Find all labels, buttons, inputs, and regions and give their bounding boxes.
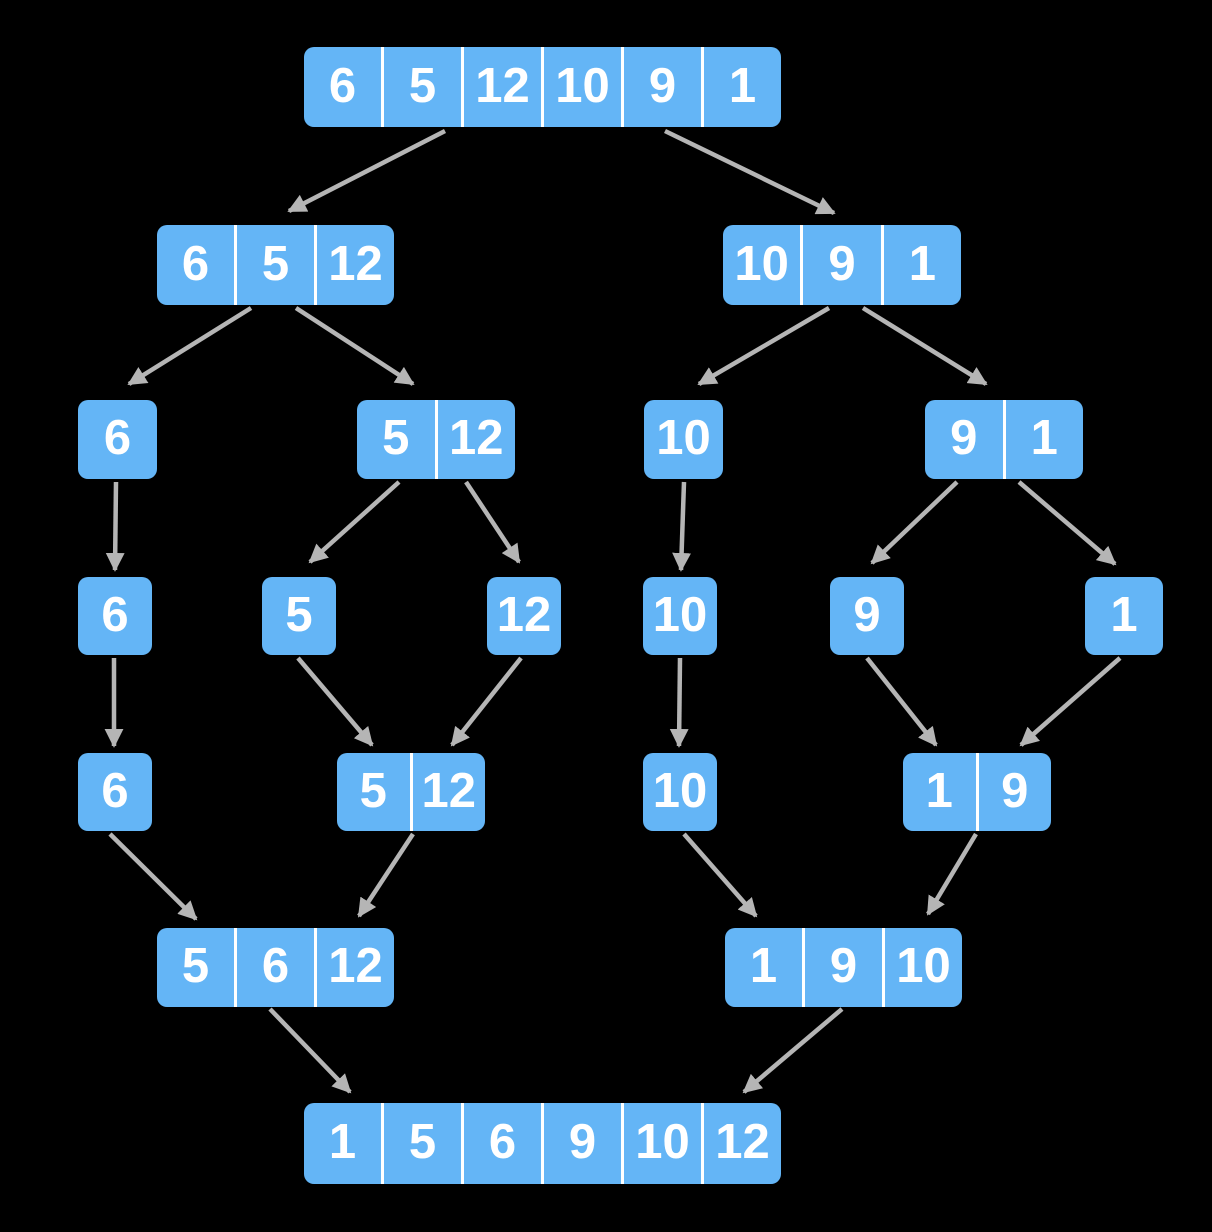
- arrow-splitleft-to-5-12: [294, 306, 415, 386]
- array-cell: 9: [800, 225, 881, 305]
- array-cell: 1: [725, 928, 802, 1007]
- array-node-split-r2: 9 1: [925, 400, 1083, 479]
- array-node-split-right: 10 9 1: [723, 225, 961, 305]
- array-cell: 12: [314, 225, 394, 305]
- array-cell: 1: [1002, 400, 1083, 479]
- arrow-leaf9-to-merge-1-9: [865, 656, 938, 747]
- array-cell: 5: [381, 1103, 461, 1184]
- array-cell: 12: [701, 1103, 781, 1184]
- array-cell: 9: [830, 577, 904, 655]
- array-cell: 10: [621, 1103, 701, 1184]
- array-node-root: 6 5 12 10 9 1: [304, 47, 781, 127]
- array-node-leaf-5: 5: [262, 577, 336, 655]
- array-cell: 10: [882, 928, 962, 1007]
- array-node-split-l2: 5 12: [357, 400, 515, 479]
- arrow-leaf1-to-merge-1-9: [1019, 656, 1122, 747]
- array-cell: 6: [157, 225, 234, 305]
- array-node-leaf-12: 12: [487, 577, 561, 655]
- arrow-5-12-to-leaf-12: [464, 480, 521, 564]
- array-cell: 9: [802, 928, 882, 1007]
- arrow-splitleft-to-6: [127, 306, 253, 386]
- array-node-split-left: 6 5 12: [157, 225, 394, 305]
- arrow-merge10-to-merge-1-9-10: [682, 832, 758, 918]
- array-cell: 9: [975, 753, 1051, 831]
- arrow-6-to-leaf-6: [105, 481, 125, 572]
- array-cell: 10: [643, 753, 717, 831]
- arrow-splitright-to-10: [697, 306, 831, 386]
- array-node-leaf-9: 9: [830, 577, 904, 655]
- array-cell: 5: [234, 225, 314, 305]
- array-node-leaf-6: 6: [78, 577, 152, 655]
- arrow-merge-1-9-10-to-sorted: [742, 1007, 844, 1094]
- arrow-merge6-to-merge-5-6-12: [108, 832, 198, 921]
- array-cell: 5: [262, 577, 336, 655]
- array-cell: 5: [357, 400, 435, 479]
- array-cell: 9: [541, 1103, 621, 1184]
- arrow-merge-5-6-12-to-sorted: [268, 1007, 352, 1094]
- arrow-root-to-split-right: [664, 128, 836, 216]
- arrow-merge-5-12-to-merge-5-6-12: [357, 832, 415, 918]
- arrow-10-to-leaf-10: [672, 481, 692, 572]
- array-cell: 12: [487, 577, 561, 655]
- array-cell: 6: [234, 928, 314, 1007]
- arrow-splitright-to-9-1: [861, 306, 988, 386]
- arrow-root-to-split-left: [287, 128, 447, 214]
- array-cell: 9: [925, 400, 1003, 479]
- array-cell: 10: [541, 47, 621, 127]
- array-cell: 12: [314, 928, 394, 1007]
- array-cell: 10: [643, 577, 717, 655]
- array-node-leaf-1: 1: [1085, 577, 1163, 655]
- arrow-9-1-to-leaf-9: [870, 480, 959, 565]
- array-node-merge-1-9-10: 1 9 10: [725, 928, 962, 1007]
- arrow-merge-1-9-to-merge-1-9-10: [926, 832, 978, 916]
- array-cell: 1: [701, 47, 781, 127]
- array-node-sorted: 1 5 6 9 10 12: [304, 1103, 781, 1184]
- array-node-merge-6: 6: [78, 753, 152, 831]
- array-cell: 12: [461, 47, 541, 127]
- array-node-merge-5-6-12: 5 6 12: [157, 928, 394, 1007]
- array-node-split-r1: 10: [644, 400, 723, 479]
- array-node-split-l1: 6: [78, 400, 157, 479]
- arrow-5-12-to-leaf-5: [308, 480, 401, 564]
- arrow-9-1-to-leaf-1: [1017, 480, 1117, 566]
- array-node-merge-1-9: 1 9: [903, 753, 1051, 831]
- array-cell: 10: [723, 225, 801, 305]
- array-cell: 6: [78, 753, 152, 831]
- array-cell: 6: [304, 47, 381, 127]
- array-cell: 1: [304, 1103, 381, 1184]
- array-cell: 5: [157, 928, 234, 1007]
- array-cell: 5: [381, 47, 461, 127]
- array-node-merge-10: 10: [643, 753, 717, 831]
- array-cell: 1: [880, 225, 961, 305]
- arrow-leaf5-to-merge-5-12: [296, 656, 374, 747]
- array-cell: 9: [621, 47, 701, 127]
- array-cell: 1: [903, 753, 976, 831]
- array-cell: 10: [644, 400, 723, 479]
- array-cell: 5: [337, 753, 410, 831]
- array-cell: 12: [409, 753, 485, 831]
- arrow-leaf10-to-merge10: [669, 657, 689, 748]
- array-node-leaf-10: 10: [643, 577, 717, 655]
- array-cell: 6: [78, 400, 157, 479]
- arrow-leaf12-to-merge-5-12: [450, 656, 523, 747]
- array-node-merge-5-12: 5 12: [337, 753, 485, 831]
- array-cell: 6: [461, 1103, 541, 1184]
- array-cell: 1: [1085, 577, 1163, 655]
- array-cell: 6: [78, 577, 152, 655]
- array-cell: 12: [434, 400, 515, 479]
